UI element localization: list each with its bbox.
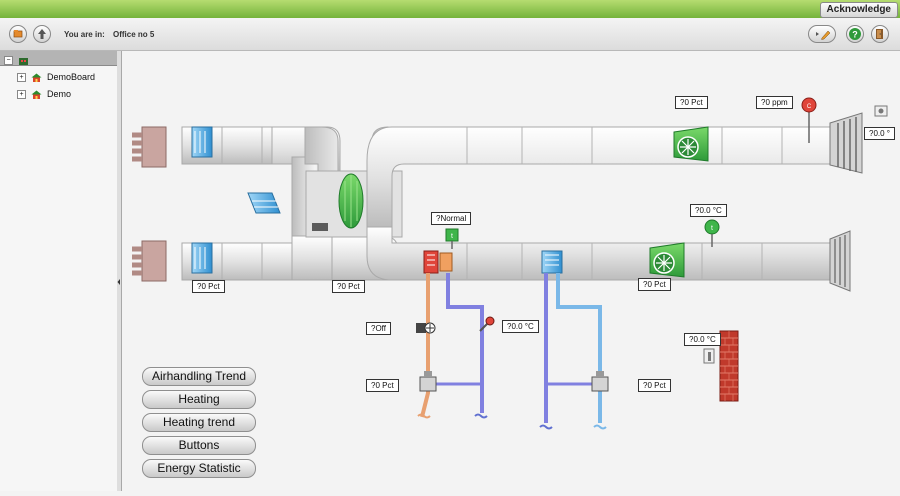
filter-lower-left — [191, 242, 213, 274]
edge-temp-sensor — [874, 105, 888, 117]
exhaust-fan-readout: ?0 Pct — [675, 96, 708, 109]
breadcrumb-prefix: You are in: — [64, 30, 105, 39]
heating-button[interactable]: Heating — [142, 390, 256, 409]
exit-door-icon[interactable] — [871, 25, 889, 43]
normal-status-sensor: t — [445, 228, 459, 249]
heating-thermometer — [479, 316, 495, 332]
exchanger-readout: ?0 Pct — [332, 280, 365, 293]
cooling-pipes — [539, 273, 607, 430]
circulation-pump — [416, 322, 436, 334]
damper-upper-left — [132, 126, 167, 168]
damper-readout: ?0 Pct — [192, 280, 225, 293]
air-handling-schematic: C t t ?0 Pct ?0 ppm ?0.0 ° ?Normal ?0.0 … — [122, 51, 900, 491]
pump-status-readout: ?Off — [366, 322, 391, 335]
expand-icon[interactable]: + — [17, 90, 26, 100]
breadcrumb: You are in: Office no 5 — [64, 30, 160, 39]
edge-temp-readout: ?0.0 ° — [864, 127, 895, 140]
supply-temp-sensor: t — [704, 219, 720, 247]
cooling-coil-supply — [541, 250, 563, 274]
svg-text:C: C — [807, 104, 812, 110]
house-icon — [31, 90, 42, 100]
breadcrumb-location: Office no 5 — [112, 30, 155, 39]
svg-text:t: t — [451, 233, 453, 240]
outdoor-temp-sensor — [703, 348, 715, 364]
intake-grille-right — [829, 230, 851, 292]
toolbar: You are in: Office no 5 ? — [0, 18, 900, 51]
outdoor-wall — [719, 330, 739, 402]
heating-pipes — [417, 273, 488, 419]
heating-valve — [419, 371, 437, 392]
energy-statistic-button[interactable]: Energy Statistic — [142, 459, 256, 478]
top-banner: Acknowledge — [0, 0, 900, 18]
expand-icon[interactable]: + — [17, 73, 26, 83]
supply-temp-readout: ?0.0 °C — [690, 204, 727, 217]
heating-temp-readout: ?0.0 °C — [502, 320, 539, 333]
heating-valve-readout: ?0 Pct — [366, 379, 399, 392]
damper-lower-left — [132, 240, 167, 282]
folder-icon[interactable] — [9, 25, 27, 43]
cooling-coil-center — [247, 192, 281, 214]
acknowledge-button[interactable]: Acknowledge — [819, 2, 898, 18]
buttons-button[interactable]: Buttons — [142, 436, 256, 455]
status-readout: ?Normal — [431, 212, 472, 225]
navigation-tree-panel: − + DemoBoard + Demo — [0, 51, 118, 491]
panel-splitter[interactable] — [117, 51, 122, 491]
cooling-valve — [591, 371, 609, 392]
pencil-icon[interactable] — [808, 25, 836, 43]
tree-item-label: Demo — [47, 89, 72, 99]
tree-root[interactable]: − — [4, 54, 32, 66]
tree-item-demoboard[interactable]: + DemoBoard — [17, 71, 95, 83]
svg-text:?: ? — [852, 30, 858, 40]
exhaust-fan — [673, 126, 709, 162]
co2-sensor: C — [801, 97, 817, 143]
exhaust-grille-right — [829, 112, 863, 174]
root-building-icon — [18, 58, 28, 66]
tree-header — [0, 51, 117, 66]
up-arrow-icon[interactable] — [33, 25, 51, 43]
supply-fan-readout: ?0 Pct — [638, 278, 671, 291]
collapse-icon[interactable]: − — [4, 56, 13, 66]
heating-coil — [423, 250, 453, 274]
help-icon[interactable]: ? — [846, 25, 864, 43]
rotary-heat-exchanger — [338, 173, 364, 229]
outdoor-temp-readout: ?0.0 °C — [684, 333, 721, 346]
co2-readout: ?0 ppm — [756, 96, 793, 109]
filter-upper-left — [191, 126, 213, 158]
heating-trend-button[interactable]: Heating trend — [142, 413, 256, 432]
tree-item-label: DemoBoard — [47, 72, 96, 82]
supply-exhaust-ducts — [366, 126, 831, 281]
airhandling-trend-button[interactable]: Airhandling Trend — [142, 367, 256, 386]
supply-fan — [649, 242, 685, 278]
svg-text:t: t — [711, 225, 713, 232]
house-icon — [31, 73, 42, 83]
cooling-valve-readout: ?0 Pct — [638, 379, 671, 392]
tree-item-demo[interactable]: + Demo — [17, 88, 71, 100]
